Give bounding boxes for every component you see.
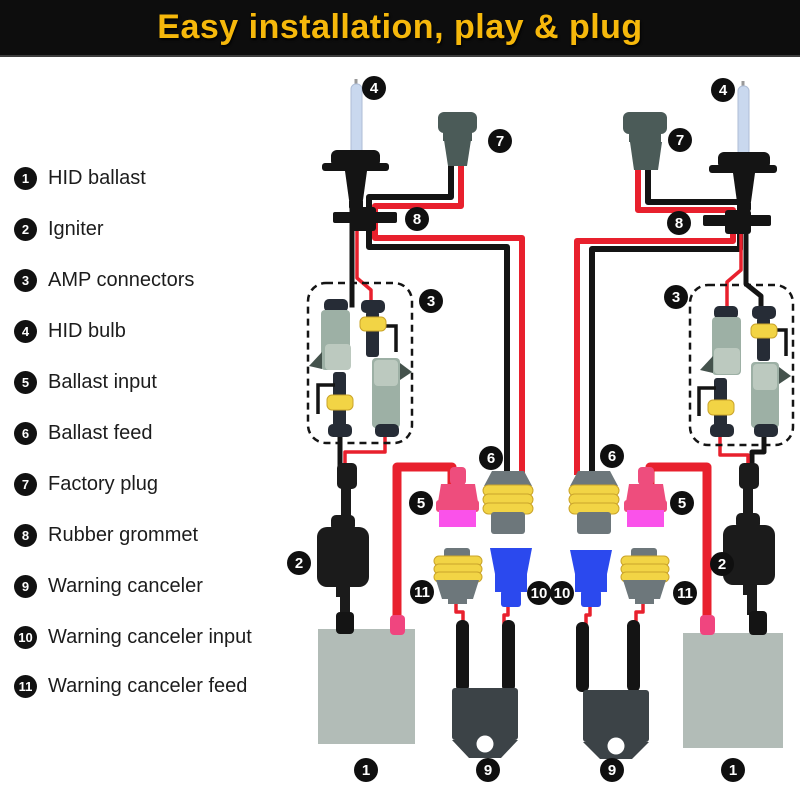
legend-item-factory-plug: 7 Factory plug	[14, 471, 158, 497]
hid-bulb-left	[322, 79, 389, 210]
diagram-badge-canceler-left: 9	[476, 758, 500, 782]
legend-item-amp-connectors: 3 AMP connectors	[14, 267, 194, 293]
ballast-feed-left	[482, 471, 534, 534]
legend-badge-3: 3	[14, 268, 37, 292]
diagram-badge-ballast-input-right: 5	[670, 491, 694, 515]
banner-title: Easy installation, play & plug	[157, 8, 643, 46]
legend-item-warning-canceler: 9 Warning canceler	[14, 573, 203, 599]
hid-ballast-left	[318, 629, 415, 744]
diagram-badge-grommet-right: 8	[667, 211, 691, 235]
warning-canceler-feed-right	[620, 548, 670, 604]
diagram-badge-canceler-feed-right: 11	[673, 581, 697, 605]
legend-badge-9: 9	[14, 574, 37, 598]
factory-plug-right	[623, 112, 667, 170]
diagram-badge-grommet-left: 8	[405, 207, 429, 231]
warning-canceler-right	[576, 620, 649, 759]
igniter-left	[317, 463, 369, 617]
warning-canceler-input-left	[490, 548, 532, 607]
igniter-right	[723, 463, 775, 615]
diagram-badge-ballast-right: 1	[721, 758, 745, 782]
factory-plug-left	[438, 112, 477, 166]
legend-item-warning-canceler-input: 10 Warning canceler input	[14, 624, 252, 650]
hid-ballast-right	[683, 633, 783, 748]
legend-item-hid-ballast: 1 HID ballast	[14, 165, 146, 191]
diagram-badge-canceler-input-right: 10	[550, 581, 574, 605]
warning-canceler-left	[452, 620, 518, 758]
diagram-badge-ballast-input-left: 5	[409, 491, 433, 515]
diagram-badge-canceler-right: 9	[600, 758, 624, 782]
diagram-badge-ballast-left: 1	[354, 758, 378, 782]
diagram-badge-factory-plug-left: 7	[488, 129, 512, 153]
warning-canceler-feed-left	[433, 548, 483, 604]
banner: Easy installation, play & plug	[0, 0, 800, 57]
diagram-badge-factory-plug-right: 7	[668, 128, 692, 152]
rubber-grommet-right	[703, 210, 771, 234]
amp-connectors-left	[306, 281, 414, 445]
legend-badge-5: 5	[14, 370, 37, 394]
legend-item-warning-canceler-feed: 11 Warning canceler feed	[14, 673, 247, 699]
diagram-badge-amp-left: 3	[419, 289, 443, 313]
diagram-badge-ballast-feed-left: 6	[479, 446, 503, 470]
legend-badge-4: 4	[14, 319, 37, 343]
ballast-wire-stub-left	[336, 612, 354, 634]
ballast-input-left	[436, 467, 479, 527]
ballast-red-stub-right	[700, 615, 715, 635]
legend-item-ballast-input: 5 Ballast input	[14, 369, 157, 395]
diagram-badge-hid-bulb-left: 4	[362, 76, 386, 100]
legend-item-rubber-grommet: 8 Rubber grommet	[14, 522, 198, 548]
legend-badge-2: 2	[14, 217, 37, 241]
diagram-badge-canceler-input-left: 10	[527, 581, 551, 605]
ballast-red-stub-left	[390, 615, 405, 635]
amp-connectors-right	[688, 283, 795, 447]
legend-badge-11: 11	[14, 674, 37, 698]
hid-bulb-right	[709, 81, 777, 212]
ballast-wire-stub-right	[749, 611, 767, 635]
legend-badge-1: 1	[14, 166, 37, 190]
ballast-input-right	[624, 467, 667, 527]
legend-item-hid-bulb: 4 HID bulb	[14, 318, 126, 344]
legend-item-igniter: 2 Igniter	[14, 216, 104, 242]
legend-badge-8: 8	[14, 523, 37, 547]
diagram-badge-igniter-left: 2	[287, 551, 311, 575]
legend-badge-7: 7	[14, 472, 37, 496]
diagram-badge-ballast-feed-right: 6	[600, 444, 624, 468]
legend-item-ballast-feed: 6 Ballast feed	[14, 420, 153, 446]
legend: 1 HID ballast 2 Igniter 3 AMP connectors…	[0, 0, 290, 800]
legend-badge-10: 10	[14, 625, 37, 649]
diagram-badge-igniter-right: 2	[710, 552, 734, 576]
ballast-feed-right	[568, 471, 620, 534]
legend-badge-6: 6	[14, 421, 37, 445]
diagram-badge-hid-bulb-right: 4	[711, 78, 735, 102]
rubber-grommet-left	[333, 207, 397, 231]
diagram-badge-canceler-feed-left: 11	[410, 580, 434, 604]
diagram-badge-amp-right: 3	[664, 285, 688, 309]
warning-canceler-input-right	[570, 550, 612, 607]
